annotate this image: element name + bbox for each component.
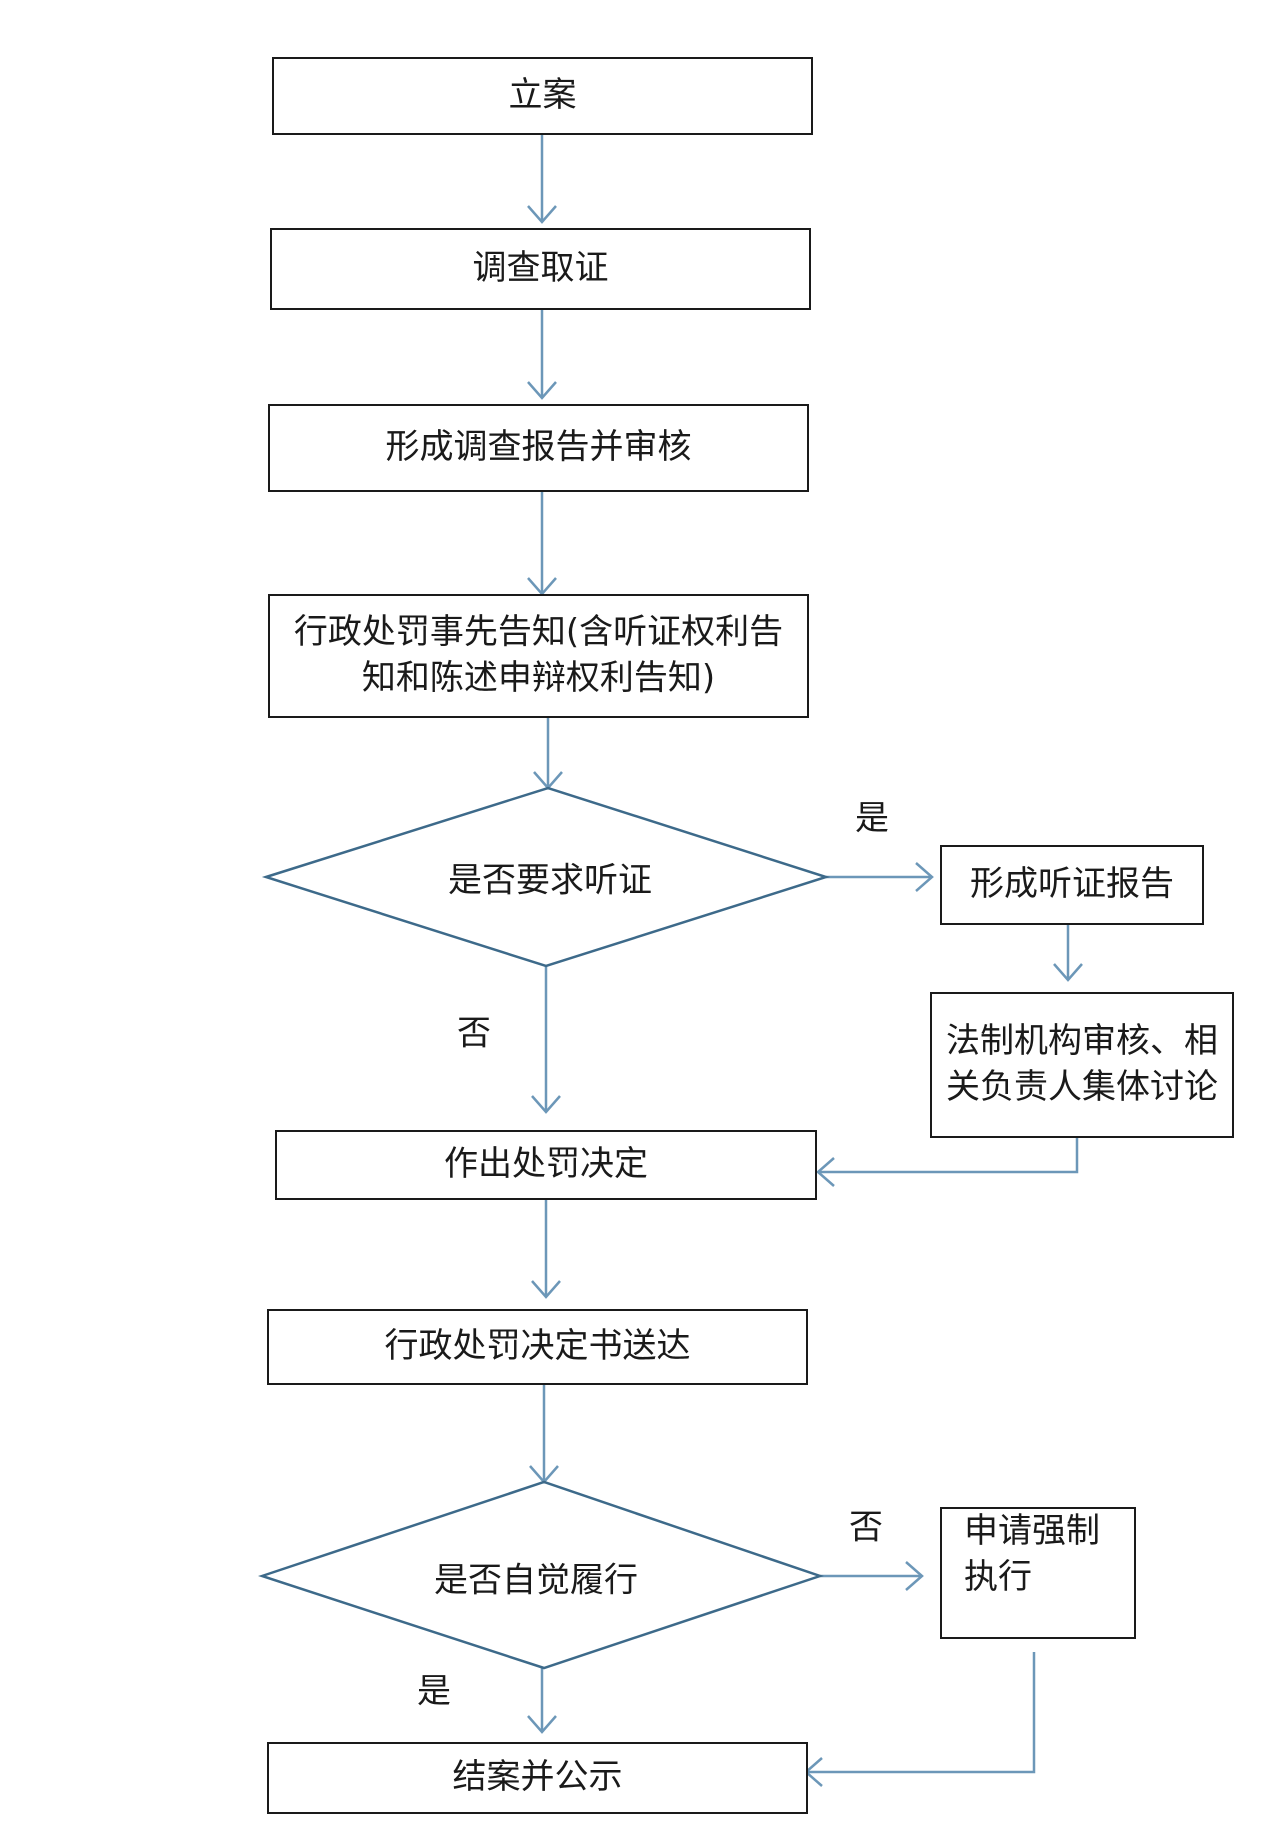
step-penalty-decision-label: 作出处罚决定 — [444, 1144, 648, 1185]
branch-apply-enforcement-line1: 申请强制 — [964, 1511, 1100, 1551]
step-close-publicize: 结案并公示 — [267, 1742, 808, 1814]
branch-hearing-report-label: 形成听证报告 — [970, 864, 1174, 905]
arrowhead — [527, 1715, 557, 1734]
step-close-publicize-label: 结案并公示 — [452, 1757, 623, 1798]
arrowhead — [1053, 963, 1083, 982]
step-report-review-label: 形成调查报告并审核 — [385, 427, 692, 468]
step-prior-notice-line2: 知和陈述申辩权利告知) — [361, 658, 716, 698]
label-hearing-yes: 是 — [855, 798, 889, 839]
decision-comply-text: 是否自觉履行 — [434, 1560, 638, 1601]
label-comply-yes: 是 — [417, 1671, 451, 1712]
arrow-legal-to-decision — [820, 1138, 1079, 1174]
decision-diamond-hearing — [261, 786, 831, 968]
step-deliver-decision: 行政处罚决定书送达 — [267, 1309, 808, 1385]
arrowhead — [531, 1280, 561, 1299]
branch-legal-review-line1: 法制机构审核、相 — [946, 1021, 1218, 1062]
branch-hearing-report: 形成听证报告 — [940, 845, 1204, 925]
arrowhead — [905, 1561, 924, 1591]
step-investigate: 调查取证 — [270, 228, 811, 310]
step-prior-notice: 行政处罚事先告知(含听证权利告 知和陈述申辩权利告知) — [268, 594, 809, 718]
arrowhead — [816, 1157, 835, 1187]
step-report-review: 形成调查报告并审核 — [268, 404, 809, 492]
arrowhead — [527, 381, 557, 400]
branch-legal-review-line2: 关负责人集体讨论 — [946, 1067, 1218, 1107]
decision-hearing-text: 是否要求听证 — [448, 860, 652, 901]
label-comply-no: 否 — [849, 1507, 883, 1548]
branch-apply-enforcement: 申请强制 执行 — [940, 1507, 1136, 1639]
arrowhead — [527, 205, 557, 224]
step-file-case-label: 立案 — [508, 75, 577, 116]
arrowhead — [915, 862, 934, 892]
step-deliver-decision-label: 行政处罚决定书送达 — [384, 1326, 691, 1367]
arrowhead — [531, 1095, 561, 1114]
arrow-enforce-to-close — [808, 1652, 1036, 1774]
branch-legal-review: 法制机构审核、相 关负责人集体讨论 — [930, 992, 1234, 1138]
branch-apply-enforcement-line2: 执行 — [964, 1556, 1032, 1597]
step-penalty-decision: 作出处罚决定 — [275, 1130, 817, 1200]
label-hearing-no: 否 — [457, 1013, 491, 1054]
decision-diamond-comply — [258, 1480, 824, 1670]
step-investigate-label: 调查取证 — [472, 248, 609, 289]
step-file-case: 立案 — [272, 57, 813, 135]
step-prior-notice-line1: 行政处罚事先告知(含听证权利告 — [293, 612, 784, 653]
